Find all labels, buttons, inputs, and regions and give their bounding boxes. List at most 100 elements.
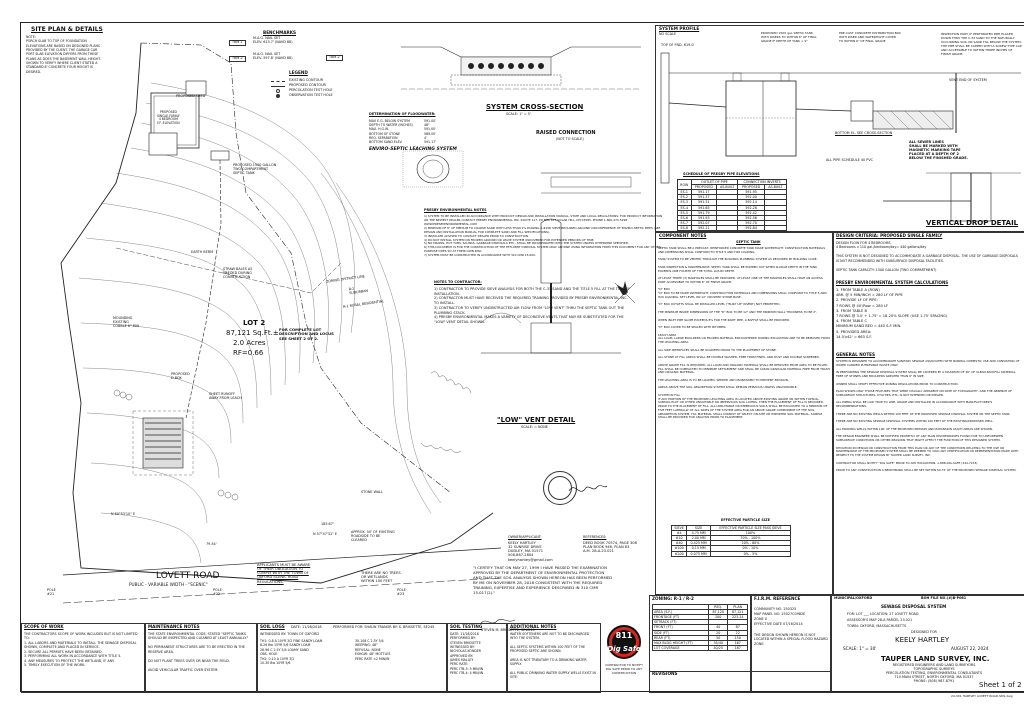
soil-testing-title: SOIL TESTING bbox=[450, 624, 483, 629]
owner-info: KEELY HARTLEY 32 SUNRISE DRIVE DUDLEY, M… bbox=[508, 541, 553, 562]
soil-testing-panel bbox=[447, 623, 507, 693]
general-notes-title: GENERAL NOTES bbox=[836, 352, 876, 357]
soil-logs-witness: WITNESSED BY: TOWN OF OXFORD bbox=[260, 632, 319, 636]
legend: EXISTING CONTOUR PROPOSED CONTOUR PERCOL… bbox=[271, 78, 361, 99]
system-profile-panel bbox=[655, 25, 1024, 232]
town-name: TOWN: OXFORD, MASSACHUSETTS bbox=[847, 624, 907, 628]
lot-label: LOT 2 bbox=[243, 319, 266, 327]
list-item: 8-26 Bw 10YR 5/6 SANDY LOAM bbox=[260, 643, 311, 648]
soil-logs-title: SOIL LOGS bbox=[260, 624, 285, 629]
earth-berm-label: EARTH BERM bbox=[191, 250, 214, 254]
distance-1: 185.67' bbox=[321, 522, 334, 526]
pipe-schedule-title: SCHEDULE OF PRESBY PIPE ELEVATIONS bbox=[683, 172, 760, 176]
determination-title: DETERMINATION OF FLOODWATER: bbox=[369, 112, 436, 116]
system-profile-scale: NO SCALE bbox=[659, 32, 677, 36]
owner-title: OWNER/APPLICANT: bbox=[508, 535, 542, 539]
list-item: WEEPING: 48" bbox=[355, 643, 378, 648]
lot-area: 87,121 Sq.Ft.± bbox=[226, 329, 279, 337]
component-notes-title: COMPONENT NOTES bbox=[659, 233, 707, 238]
mounding-label: MOUNDING EXISTING COBBLE 6" MIN bbox=[113, 316, 140, 328]
tbm2-text: M.A.G. NAIL SET ELEV. 597.8' (NAVD 88) bbox=[253, 52, 293, 60]
list-item: OBS. HOLE bbox=[260, 652, 278, 657]
signature bbox=[480, 485, 608, 624]
pole-23: POLE #23 bbox=[397, 588, 406, 596]
firm-name: TAUPER LAND SURVEY, INC. bbox=[881, 655, 990, 663]
cross-section-scale: SCALE: 1" = 5' bbox=[506, 112, 531, 116]
revisions-title: REVISIONS bbox=[652, 671, 678, 676]
dbox-label: PROPOSED D-BOX bbox=[171, 372, 190, 380]
septic-tank-title: SEPTIC TANK bbox=[736, 240, 761, 244]
maintenance-panel bbox=[145, 623, 257, 693]
bottom-section-label: BOTTOM EL. SEE CROSS-SECTION bbox=[835, 131, 893, 135]
scope-title: SCOPE OF WORK bbox=[24, 624, 64, 629]
firm-title: F.I.R.M. REFERENCE bbox=[754, 596, 801, 601]
system-profile-title: SYSTEM PROFILE bbox=[659, 26, 700, 31]
list-item: 30-108 C 2.5Y 5/4 bbox=[355, 639, 384, 643]
sds-title: SEWAGE DISPOSAL SYSTEM bbox=[881, 604, 947, 609]
site-plan-title: SITE PLAN & DETAILS bbox=[31, 26, 103, 33]
municipality: MUNICIPAL/OXFORD bbox=[834, 596, 873, 600]
presby-notes-title: PRESBY ENVIRONMENTAL NOTES bbox=[424, 208, 487, 212]
site-plan-note: NOTE: PORCH SLAB TO TOP OF FOUNDATION EL… bbox=[26, 35, 102, 74]
low-vent-scale: SCALE: = NONE bbox=[521, 425, 548, 429]
top-foundation: TOP OF FND. 619.0' bbox=[661, 43, 695, 47]
applicants-note: APPLICANTS MUST BE AWARE OF THEIR OBLIGA… bbox=[257, 563, 311, 584]
vent-end-label: VENT END OF SYSTEM bbox=[949, 78, 987, 82]
revisions-panel bbox=[649, 671, 831, 693]
client-name: KEELY HARTLEY bbox=[895, 636, 950, 644]
certification-text: "I CERTIFY THAT ON MAY 27, 1999 I HAVE P… bbox=[473, 565, 613, 596]
lot-rf: RF=0.66 bbox=[233, 349, 264, 357]
legend-title: LEGEND bbox=[289, 70, 308, 75]
design-criteria-text: DESIGN FLOW FOR 4 BEDROOMS 4 Bedrooms x … bbox=[836, 241, 1019, 272]
vertical-drop-title: VERTICAL DROP DETAIL bbox=[926, 219, 1019, 227]
runoff-label: SHEET RUNOFF AWAY FROM LEACH bbox=[209, 392, 242, 400]
road-description: PUBLIC - VARIABLE WIDTH - "SCENIC" bbox=[129, 582, 208, 587]
zoning-title: ZONING: R-1 / R-2 bbox=[652, 596, 694, 601]
no-wetlands-note: THERE ARE NO TREES OR WETLANDS WITHIN 10… bbox=[361, 571, 401, 584]
drawing-sheet: SITE PLAN & DETAILS NOTE: PORCH SLAB TO … bbox=[20, 22, 1024, 698]
magnetic-tape-note: ALL SEWER LINES SHALL BE MARKED WITH MAG… bbox=[909, 140, 968, 161]
septic-profile-note: PROPOSED 1500 gal. SEPTIC TANK WITH RISE… bbox=[761, 31, 817, 44]
tbm1-text: M.A.G. NAIL SET ELEV. 613.7' (NAVD 88) bbox=[253, 36, 293, 44]
scope-text: THE CONTRACTORS SCOPE OF WORK INCLUDES B… bbox=[24, 632, 138, 668]
legend-item: EXISTING CONTOUR bbox=[271, 78, 361, 84]
drawing-date: AUGUST 22, 2024 bbox=[951, 646, 989, 651]
septic-tank-label: PROPOSED 1500 GALLON TWO COMPARTMENT SEP… bbox=[233, 163, 277, 175]
soil-logs-date: DATE: 11/28/2018 bbox=[291, 625, 322, 629]
digsafe-logo-icon: 811 Dig Safe bbox=[607, 625, 641, 659]
pole-21: POLE #21 bbox=[47, 588, 56, 596]
list-item: 10-30 Bw 10YR 5/6 bbox=[260, 661, 291, 666]
references-title: REFERENCES: bbox=[583, 535, 607, 539]
bearing-2: N 57°47'31" E bbox=[313, 532, 337, 536]
all-pipe-label: ALL PIPE SCHEDULE 40 PVC bbox=[826, 158, 874, 162]
file-name: 24-301 HARTLEY LOVETT ROAD-SDS.dwg bbox=[951, 694, 1013, 698]
additional-notes-text: WATER SOFTENERS ARE NOT TO BE DISCHARGED… bbox=[510, 632, 596, 680]
site-plan-drawing bbox=[60, 42, 636, 604]
title-block bbox=[831, 595, 1024, 693]
maintenance-text: THE STATE ENVIRONMENTAL CODE, STATED "SE… bbox=[148, 632, 249, 672]
component-notes-text: SEPTIC TANK SHALL BE A PRECAST, REINFORC… bbox=[658, 247, 830, 420]
low-vent-title: "LOW" VENT DETAIL bbox=[497, 416, 576, 424]
component-notes-panel bbox=[655, 232, 833, 595]
scope-panel bbox=[21, 623, 145, 693]
contractor-notes-title: NOTES TO CONTRACTOR: bbox=[434, 280, 482, 284]
sheet-number: Sheet 1 of 2 bbox=[979, 681, 1022, 689]
design-criteria-title: DESIGN CRITERIA: PROPOSED SINGLE FAMILY bbox=[836, 233, 943, 238]
legend-item: PERCOLATION TEST HOLE bbox=[271, 88, 361, 94]
calculations-title: PRESBY ENVIRONMENTAL SYSTEM CALCULATIONS bbox=[836, 280, 949, 285]
tbm2-map-tag: TBM-2 bbox=[326, 55, 343, 61]
system-profile-drawing bbox=[660, 52, 1021, 222]
boh-file: BOH FILE NO.(#)B-P061 bbox=[921, 596, 967, 600]
list-item: 26-96 C 2.5Y 5/4 LOAMY SAND bbox=[260, 647, 309, 652]
